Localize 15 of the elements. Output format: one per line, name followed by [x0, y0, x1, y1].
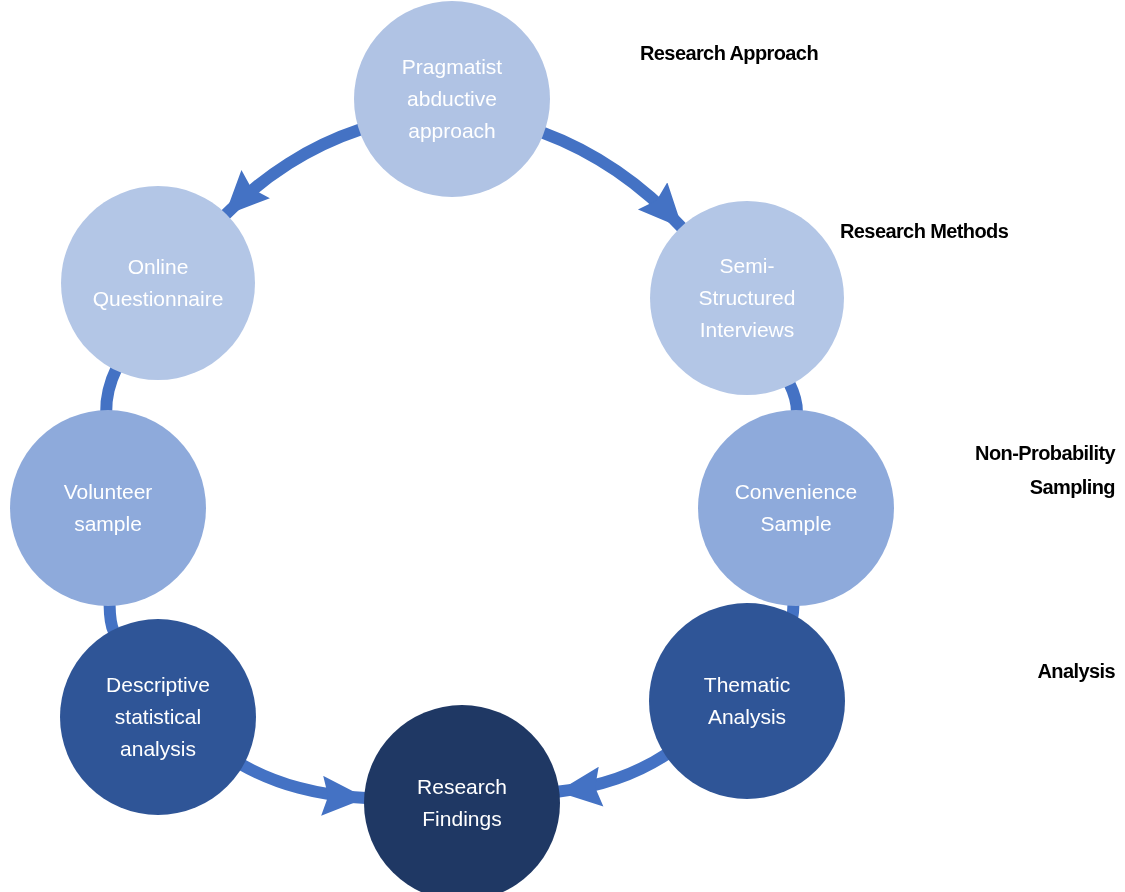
node-text: Online Questionnaire — [91, 254, 225, 312]
stage-label: Analysis — [1036, 659, 1115, 684]
stage-label: Research Approach — [640, 41, 819, 66]
arrow — [539, 126, 687, 233]
arrow — [238, 759, 367, 816]
node-text: Volunteer sample — [62, 479, 154, 537]
arrow — [220, 123, 363, 220]
node-text: Thematic Analysis — [702, 672, 792, 730]
node-text: Pragmatist abductive approach — [400, 54, 504, 144]
node-text: Semi-Structured Interviews — [697, 253, 797, 343]
stage-label: Non-Probability Sampling — [974, 441, 1115, 500]
stage-label: Research Methods — [840, 219, 1010, 244]
node-text: Descriptive statistical analysis — [105, 672, 211, 762]
node-text: Convenience Sample — [733, 479, 859, 537]
node-text: Research Findings — [416, 774, 508, 832]
